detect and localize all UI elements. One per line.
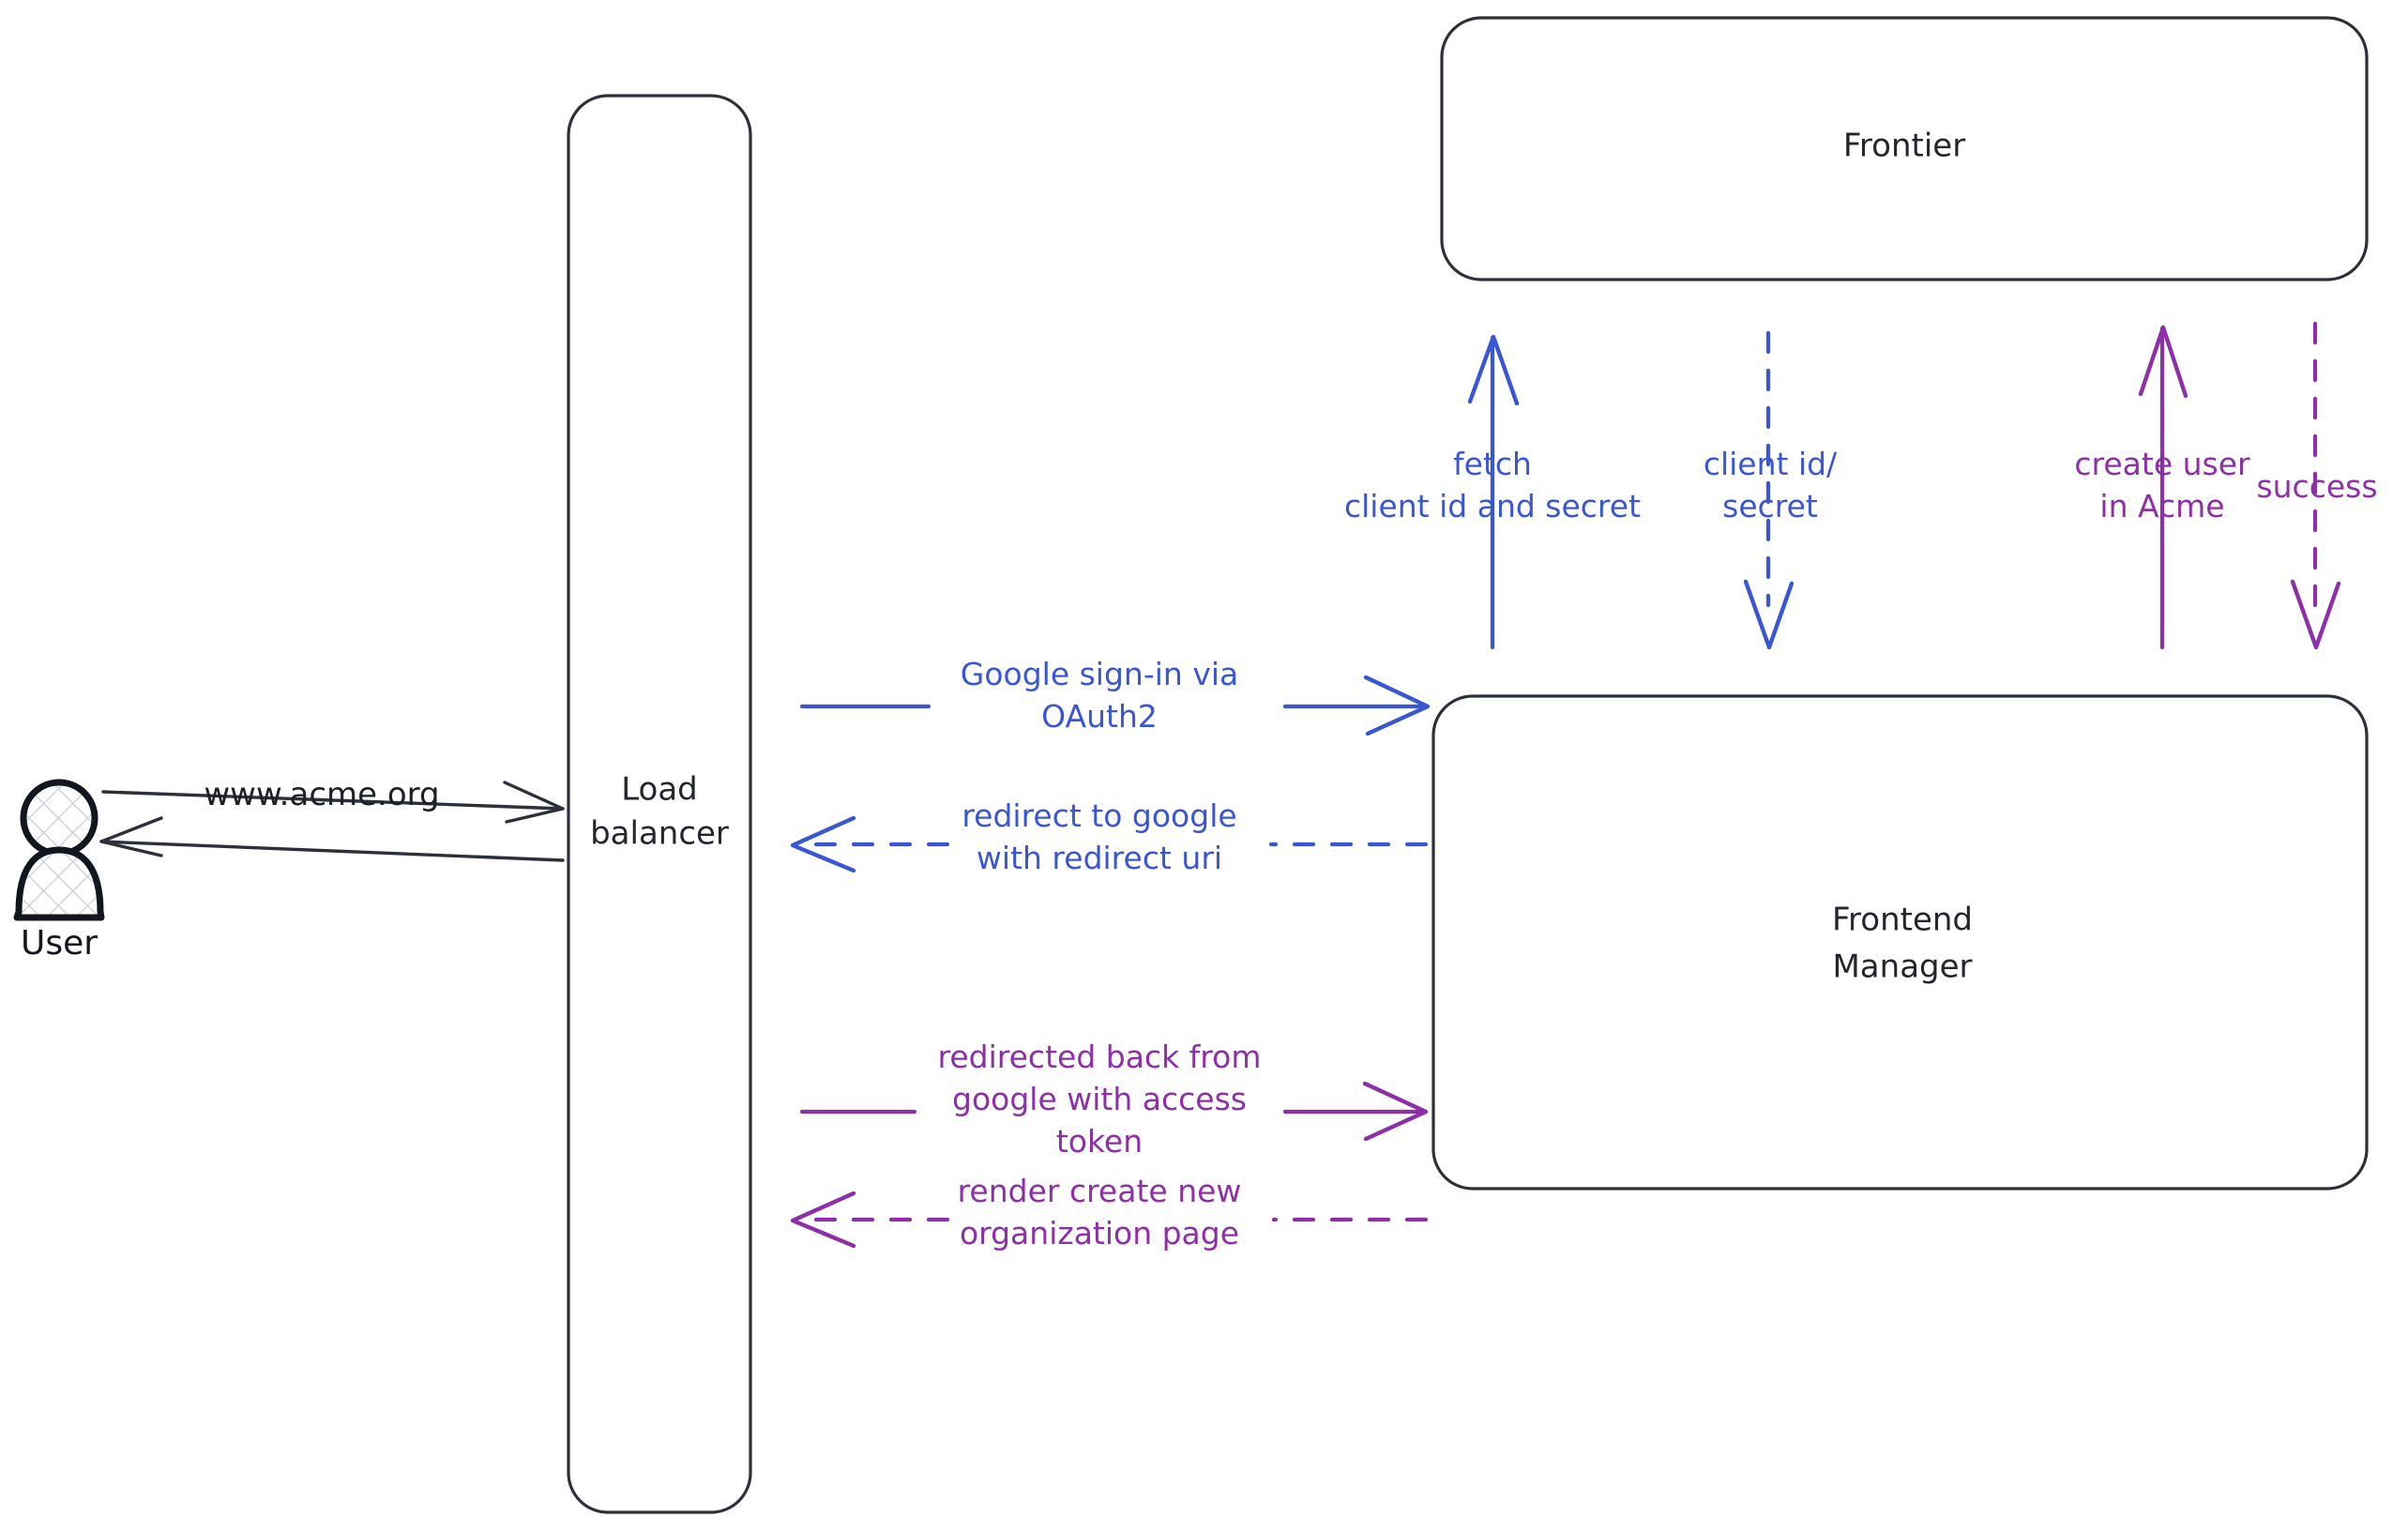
frontend-manager-box: [1431, 694, 2369, 1191]
edge-fm-to-lb-redirect[interactable]: [790, 815, 1429, 873]
edge-frontier-to-fm-success[interactable]: [2290, 321, 2341, 650]
actor-user-label: User: [21, 924, 98, 963]
frontier-label: Frontier: [1843, 128, 1965, 165]
edge-user-to-lb[interactable]: [101, 781, 565, 824]
frontend-manager-label-line-2: Manager: [1832, 948, 1972, 986]
edge-fm-to-frontier-create[interactable]: [2138, 325, 2188, 650]
edge-frontier-to-fm-secret-label-line-1: client id/: [1704, 446, 1838, 482]
frontier-box: [1440, 16, 2369, 281]
edge-lb-to-user[interactable]: [99, 816, 565, 862]
edge-frontier-to-fm-success-label: success: [2256, 468, 2377, 505]
edge-fm-to-lb-render-label-line-2: organization page: [960, 1215, 1239, 1251]
edge-frontier-to-fm-secret-label-line-2: secret: [1722, 488, 1818, 524]
edge-lb-to-fm-token-label-line-1: redirected back from: [938, 1039, 1262, 1075]
edge-lb-to-fm-token-label-line-3: token: [1056, 1123, 1143, 1160]
edge-fm-to-frontier-create-label-line-1: create user: [2074, 446, 2250, 482]
edge-fm-to-frontier-fetch-label-line-1: fetch: [1453, 446, 1532, 482]
edge-lb-to-fm-token[interactable]: [799, 1081, 1429, 1142]
edge-user-to-lb-label: www.acme.org: [204, 776, 439, 813]
edge-lb-to-fm-signin-label-line-2: OAuth2: [1041, 698, 1158, 735]
frontend-manager-label-line-1: Frontend: [1832, 902, 1973, 939]
actor-user[interactable]: User: [13, 779, 105, 963]
node-frontier[interactable]: Frontier: [1440, 16, 2369, 281]
edge-fm-to-frontier-fetch-label-line-2: client id and secret: [1344, 488, 1641, 524]
edge-fm-to-frontier-fetch[interactable]: [1467, 334, 1520, 650]
edge-frontier-to-fm-secret[interactable]: [1743, 330, 1795, 650]
edge-lb-to-fm-signin-label-line-1: Google sign-in via: [961, 656, 1238, 692]
edge-fm-to-lb-render[interactable]: [790, 1191, 1429, 1249]
node-load-balancer[interactable]: Load balancer: [567, 94, 752, 1514]
edge-fm-to-lb-redirect-label-line-2: with redirect uri: [977, 840, 1222, 876]
edge-fm-to-lb-render-label-line-1: render create new: [958, 1173, 1242, 1209]
user-head-icon: [20, 779, 98, 857]
load-balancer-label-line-2: balancer: [590, 815, 729, 853]
edge-fm-to-lb-redirect-label-line-1: redirect to google: [962, 797, 1236, 834]
edge-lb-to-fm-token-label-line-2: google with access: [952, 1081, 1247, 1117]
user-body-icon: [13, 846, 105, 921]
edge-lb-to-fm-signin[interactable]: [799, 675, 1431, 736]
node-frontend-manager[interactable]: Frontend Manager: [1431, 694, 2369, 1191]
edge-fm-to-frontier-create-label-line-2: in Acme: [2099, 488, 2224, 524]
load-balancer-box: [567, 94, 752, 1514]
load-balancer-label-line-1: Load: [621, 771, 698, 809]
